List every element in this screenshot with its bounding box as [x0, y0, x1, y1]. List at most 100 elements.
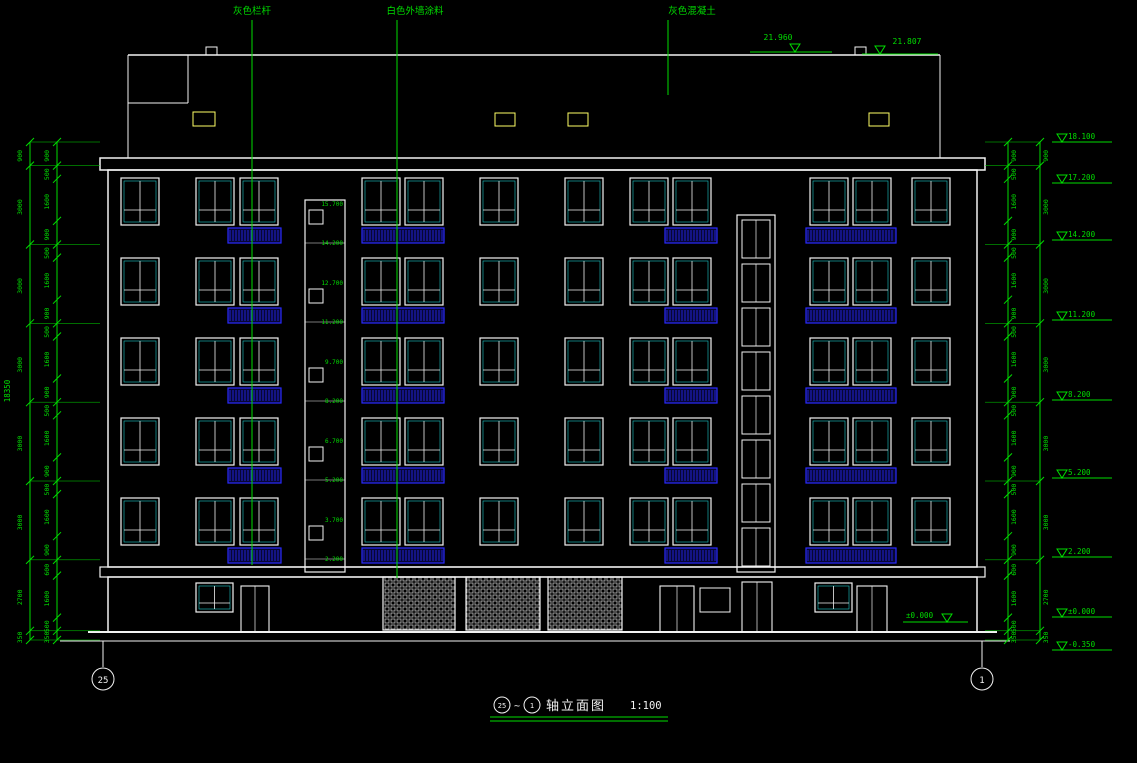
balcony-railing — [227, 227, 282, 244]
elevation-triangle — [1056, 311, 1068, 321]
level-text: 18.100 — [1068, 132, 1096, 141]
dimension-text: 900 — [1010, 544, 1018, 556]
window-frame — [564, 257, 604, 306]
elevation-triangle — [1056, 231, 1068, 241]
window-frame — [361, 417, 401, 466]
window-frame — [479, 337, 519, 386]
top-annotations: 灰色栏杆 白色外墙涂料 灰色混凝土 — [233, 5, 716, 578]
roof-vent — [192, 111, 216, 127]
level-text: 11.200 — [1068, 310, 1096, 319]
dimension-text: 900 — [1010, 150, 1018, 162]
roof-vent — [868, 112, 890, 127]
dimension-text: 3000 — [16, 436, 24, 452]
dimension-tick — [1003, 531, 1013, 541]
balcony-railing — [805, 387, 897, 404]
window-frame — [120, 257, 160, 306]
dimension-tick — [1003, 571, 1013, 580]
dimension-text: 500 — [43, 620, 51, 632]
dimension-tick — [1003, 332, 1013, 341]
dimension-text: 1600 — [43, 509, 51, 525]
dimension-text: 500 — [1010, 484, 1018, 496]
window-frame — [195, 337, 235, 386]
window-frame — [195, 582, 234, 613]
window-frame — [479, 177, 519, 226]
elevation-triangle — [1056, 133, 1068, 143]
cornice-band — [99, 157, 986, 171]
dimension-tick — [52, 174, 62, 184]
balcony-railing — [227, 467, 282, 484]
balcony-railing — [805, 227, 897, 244]
building-geometry: 15.70014.20012.70011.2009.7008.2006.7005… — [16, 46, 1112, 651]
window-frame — [852, 497, 892, 546]
window-frame — [479, 417, 519, 466]
balcony-railing — [805, 547, 897, 564]
window-frame — [239, 337, 279, 386]
overall-dimension: 18350 — [3, 379, 12, 402]
dimension-text: 350 — [16, 631, 24, 643]
window-frame — [852, 177, 892, 226]
dimension-text: 500 — [43, 405, 51, 417]
level-text: 14.200 — [1068, 230, 1096, 239]
window-frame — [361, 337, 401, 386]
window-frame — [564, 337, 604, 386]
level-text: 8.200 — [1068, 390, 1091, 399]
dimension-text: 500 — [1010, 247, 1018, 259]
window-frame — [195, 177, 235, 226]
dimension-tick — [52, 253, 62, 262]
window-frame — [911, 177, 951, 226]
dimension-tick — [52, 374, 62, 383]
title-axis-to: 1 — [530, 702, 534, 710]
concrete-annotation: 灰色混凝土 — [668, 5, 716, 17]
title-block: 25 ~ 1 轴立面图 1:100 — [490, 696, 668, 722]
dimension-tick — [52, 453, 62, 462]
dimension-text: 3000 — [1042, 436, 1050, 452]
window-frame — [672, 417, 712, 466]
drawing-scale: 1:100 — [630, 700, 662, 712]
dimension-text: 350 — [1010, 631, 1018, 643]
dimension-text: 1600 — [43, 430, 51, 446]
balcony-railing — [227, 307, 282, 324]
window-frame — [195, 417, 235, 466]
window-frame — [404, 177, 444, 226]
dimension-text: 500 — [1010, 620, 1018, 632]
window-frame — [814, 582, 853, 613]
dimension-text: 3000 — [1042, 278, 1050, 294]
stair-window — [308, 209, 324, 225]
dimension-text: 3000 — [16, 199, 24, 215]
roof-vent — [494, 112, 516, 127]
level-text: 17.200 — [1068, 173, 1096, 182]
stair-level-text: 9.700 — [325, 359, 343, 366]
dimension-text: 900 — [1010, 229, 1018, 241]
dimension-text: 500 — [1010, 326, 1018, 338]
dimension-text: 3000 — [1042, 357, 1050, 373]
ground-wall-outline — [107, 576, 978, 633]
dimension-text: 500 — [43, 247, 51, 259]
balcony-railing — [227, 387, 282, 404]
window-frame — [629, 497, 669, 546]
dimension-tick — [1003, 489, 1013, 499]
elevation-triangle — [1056, 548, 1068, 558]
window-frame — [911, 337, 951, 386]
roof-elevation-marks: 21.960 21.807 — [750, 33, 938, 55]
dimension-text: 1600 — [43, 273, 51, 289]
stair-level-text: 5.200 — [325, 477, 343, 484]
dimension-text: 900 — [1010, 465, 1018, 477]
window-frame — [564, 417, 604, 466]
roof-level-text: 21.960 — [764, 33, 793, 42]
dimension-tick — [52, 531, 62, 541]
window-frame — [629, 177, 669, 226]
balcony-railing — [805, 467, 897, 484]
level-text: 2.200 — [1068, 547, 1091, 556]
dimension-tick — [1003, 253, 1013, 262]
drawing-title: 轴立面图 — [546, 699, 606, 714]
window-frame — [809, 497, 849, 546]
dimension-text: 900 — [43, 229, 51, 241]
dimension-text: 1600 — [1010, 430, 1018, 446]
window-frame — [672, 337, 712, 386]
dimension-text: 900 — [1042, 150, 1050, 162]
window-frame — [629, 417, 669, 466]
stair-window — [308, 288, 324, 304]
balcony-railing — [227, 547, 282, 564]
window-frame — [195, 257, 235, 306]
